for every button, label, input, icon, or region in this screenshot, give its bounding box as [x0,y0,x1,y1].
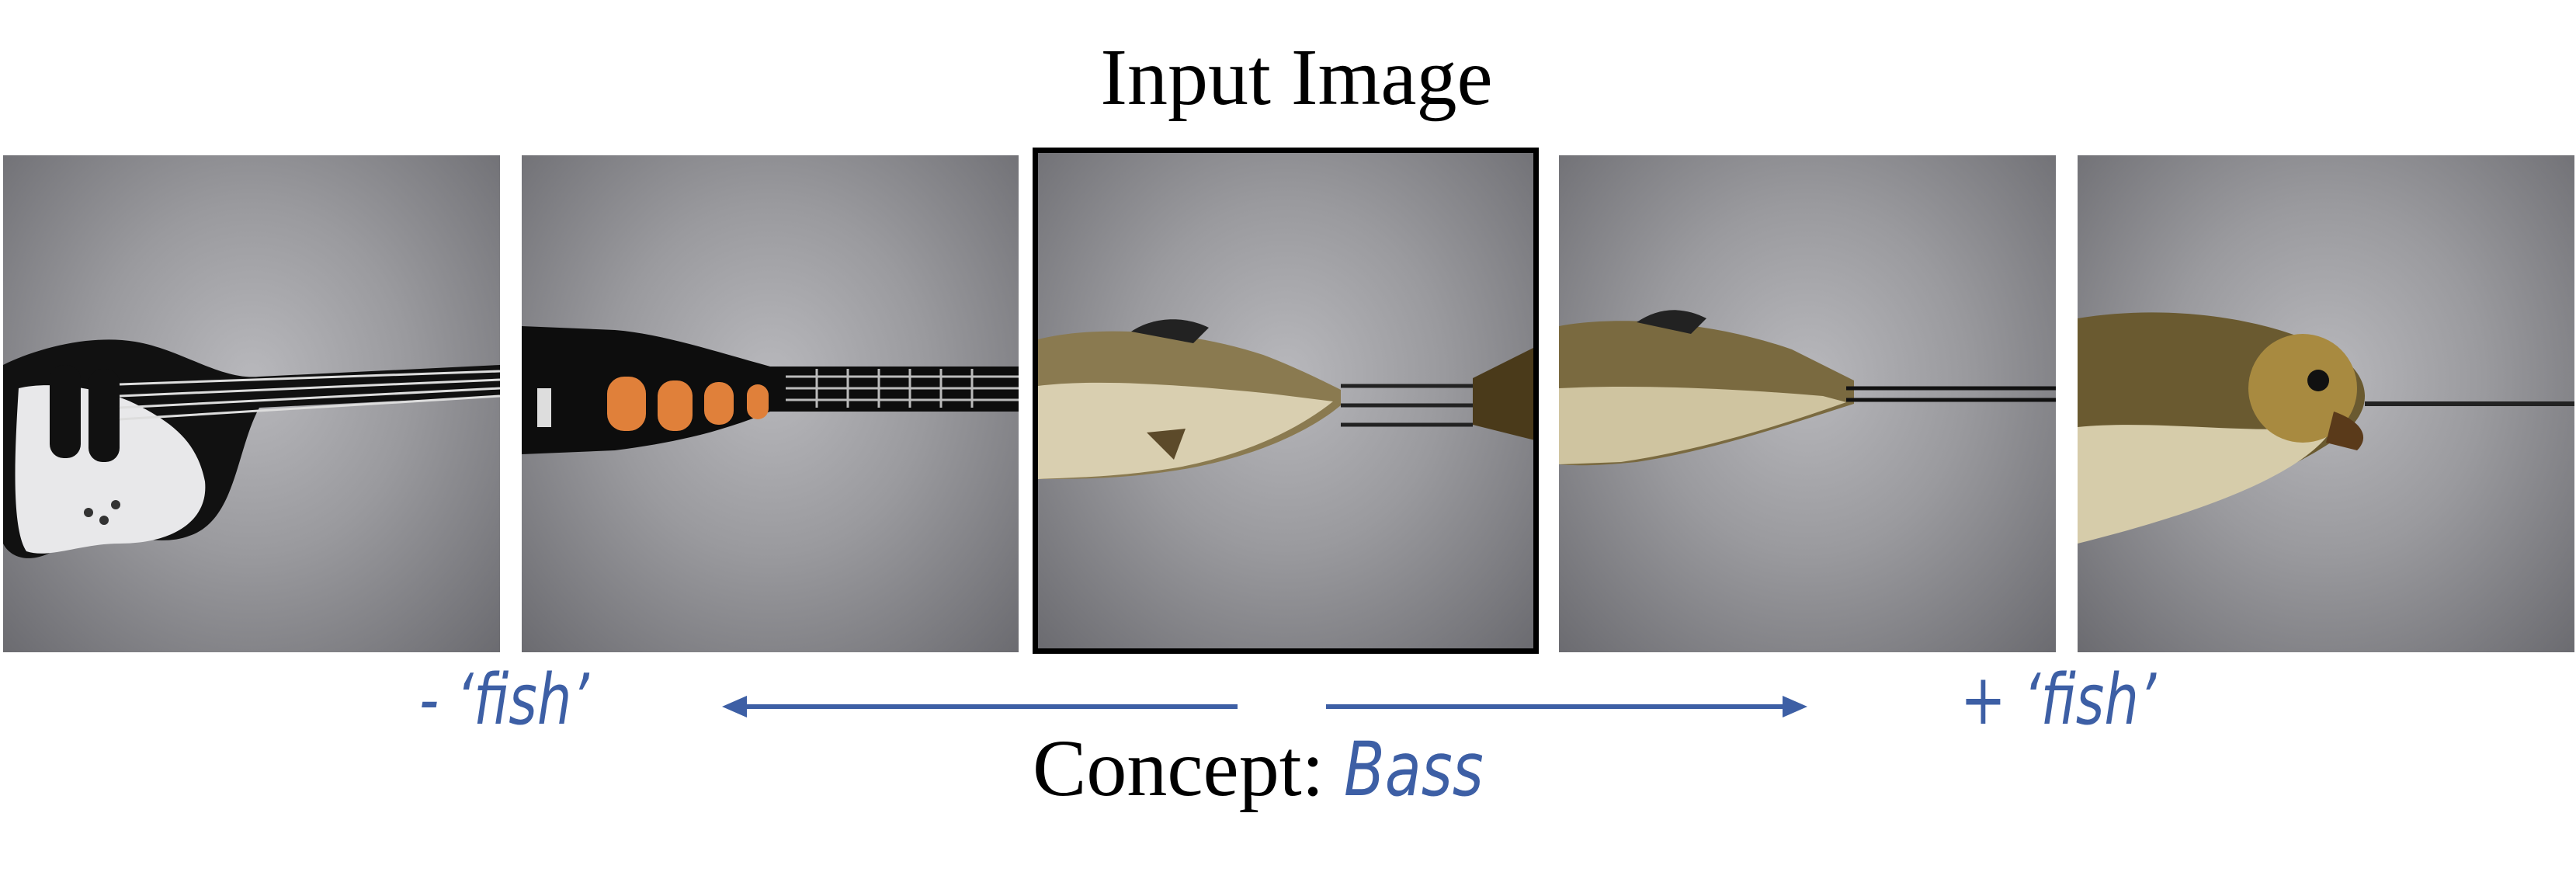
fish-guitar-hybrid-image [1559,310,2056,466]
right-arrow-icon [1326,696,1807,717]
concept-word: Bass [1344,726,1484,813]
bass-fish-image [2078,312,2574,544]
input-image-title: Input Image [1100,33,1493,122]
image-panel-strong-negative [3,155,500,652]
input-image-panel [1033,148,1539,654]
bass-guitar-image [3,339,500,558]
fish-guitar-input-image [1038,319,1533,479]
plus-fish-label: + ‘fish’ [1960,659,2157,741]
image-panel-positive [1559,155,2056,652]
bass-guitar-partial-image [522,326,1019,454]
minus-fish-label: - ‘fish’ [419,659,589,741]
left-arrow-icon [722,696,1238,717]
concept-prefix: Concept: [1033,724,1345,813]
image-panel-negative [522,155,1019,652]
concept-caption: Concept: Bass [1033,722,1519,815]
image-panel-strong-positive [2078,155,2574,652]
